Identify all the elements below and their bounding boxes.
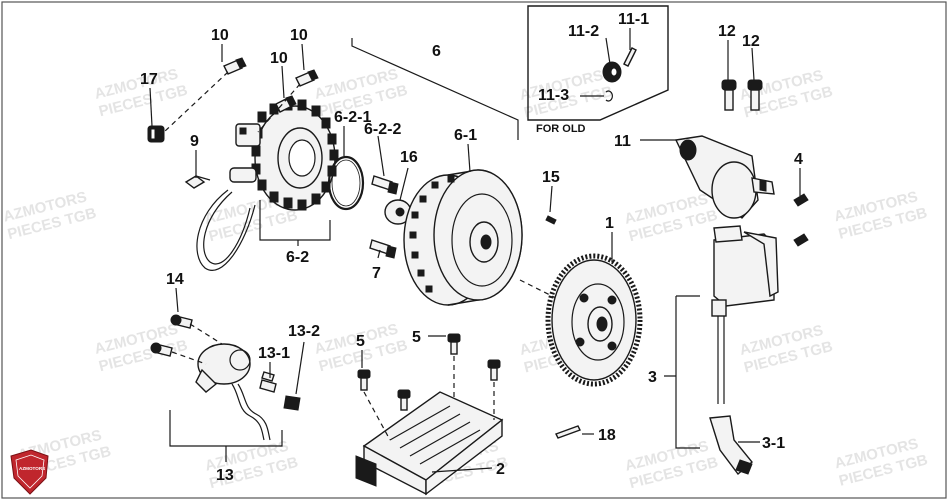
callout-13-2: 13-2 (288, 323, 320, 340)
callout-2: 2 (496, 461, 505, 478)
bolt-10-b (295, 69, 319, 87)
callout-6: 6 (432, 43, 441, 60)
inset-box (527, 5, 669, 121)
callout-18: 18 (598, 427, 616, 444)
callout-4: 4 (794, 151, 803, 168)
callout-16: 16 (400, 149, 418, 166)
bolt-5-b (447, 333, 461, 355)
callout-1: 1 (605, 215, 614, 232)
callout-13: 13 (216, 467, 234, 484)
bolt-14-b (150, 342, 173, 357)
callout-11-2: 11-2 (568, 23, 599, 40)
callout-9: 9 (190, 133, 199, 150)
ignition-coil-3 (711, 225, 779, 404)
spark-plug-cap-3-1 (709, 415, 753, 476)
callout-11-3: 11-3 (538, 87, 569, 104)
callout-10-a: 10 (211, 27, 229, 44)
bolt-12-a (721, 79, 737, 111)
callout-11-1: 11-1 (618, 11, 649, 28)
logo-text: AZMOTORS (19, 466, 45, 471)
callout-14: 14 (166, 271, 184, 288)
callout-10-b: 10 (290, 27, 308, 44)
bolt-10-c (275, 95, 297, 113)
bolt-4-b (793, 233, 809, 247)
stator-assembly (147, 57, 339, 271)
regulator-2 (355, 391, 504, 496)
callout-11: 11 (614, 133, 631, 150)
callout-3-1: 3-1 (762, 435, 785, 452)
grommet-13-2 (283, 395, 301, 411)
inset-label: FOR OLD (536, 123, 586, 135)
bolt-5-a (357, 369, 371, 391)
pin-18 (555, 425, 581, 439)
callout-12-b: 12 (742, 33, 760, 50)
callout-7: 7 (372, 265, 381, 282)
bolt-5-d (397, 389, 411, 411)
flywheel-6-1 (403, 169, 523, 306)
pin-15 (545, 215, 557, 225)
azmotors-logo: AZMOTORS (10, 449, 49, 495)
callout-5-b: 5 (412, 329, 421, 346)
washer-16 (384, 199, 412, 225)
bolt-5-c (487, 359, 501, 381)
callout-5-a: 5 (356, 333, 365, 350)
callout-13-1: 13-1 (258, 345, 290, 362)
bolt-7 (369, 239, 397, 259)
bolt-6-2-2 (371, 175, 399, 195)
callout-10-c: 10 (270, 50, 288, 67)
pin-11-1 (623, 47, 637, 67)
bolt-14-a (170, 314, 193, 329)
callout-15: 15 (542, 169, 560, 186)
grommet-13-1 (259, 371, 277, 393)
callout-6-1: 6-1 (454, 127, 477, 144)
callout-12-a: 12 (718, 23, 736, 40)
leader-lines (149, 28, 801, 473)
pinion-11-2 (602, 61, 622, 83)
callout-6-2-1: 6-2-1 (334, 109, 371, 126)
bolt-4-a (793, 193, 809, 207)
callout-6-2-2: 6-2-2 (364, 121, 401, 138)
pickup-13 (195, 343, 271, 441)
starter-motor-11 (674, 135, 775, 219)
callout-3: 3 (648, 369, 657, 386)
bolt-10-a (223, 57, 247, 75)
callout-17: 17 (140, 71, 158, 88)
callout-6-2: 6-2 (286, 249, 309, 266)
o-ring-6-2-1 (327, 155, 365, 211)
clip-11-3 (605, 90, 613, 102)
starter-gear-1 (545, 253, 643, 387)
bolt-12-b (747, 79, 763, 111)
